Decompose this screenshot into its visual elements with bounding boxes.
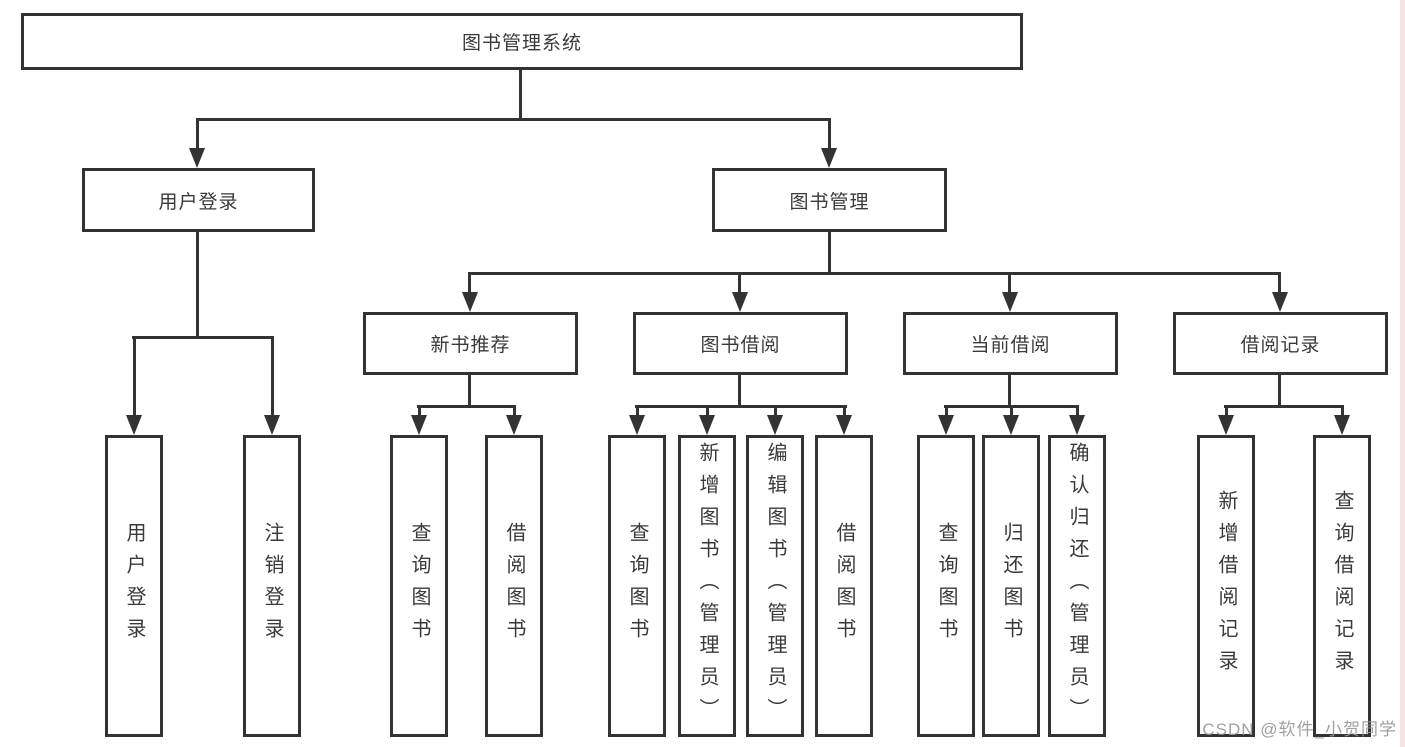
connector-line [468,375,471,408]
leaf-borrow-query-books: 查询图书 [608,435,666,737]
leaf-borrow-edit-books-admin-label: 编辑图书（管理员） [764,442,786,730]
connector-line [1010,405,1013,419]
leaf-user-login-label: 用户登录 [123,522,145,650]
leaf-current-query-books-label: 查询图书 [935,522,957,650]
connector-line [196,232,199,339]
leaf-borrow-borrow-books-label: 借阅图书 [833,522,855,650]
page-edge-strip [1400,0,1405,747]
node-current-borrow-label: 当前借阅 [970,335,1051,356]
arrow-down-icon [264,415,280,435]
connector-line [468,272,1281,275]
connector-line [271,336,274,419]
node-root-label: 图书管理系统 [461,33,582,54]
leaf-newrec-query-books: 查询图书 [390,435,448,737]
arrow-down-icon [938,415,954,435]
connector-line [133,336,136,419]
arrow-down-icon [411,415,427,435]
connector-line [132,336,274,339]
node-current-borrow: 当前借阅 [903,312,1118,375]
node-new-book-recommend: 新书推荐 [363,312,578,375]
connector-line [1278,272,1281,296]
arrow-down-icon [462,292,478,312]
connector-line [1341,405,1344,419]
node-book-management: 图书管理 [712,168,947,232]
arrow-down-icon [1272,292,1288,312]
node-book-borrow: 图书借阅 [633,312,848,375]
leaf-current-return-books-label: 归还图书 [1000,522,1022,650]
leaf-current-confirm-return-admin: 确认归还（管理员） [1048,435,1106,737]
arrow-down-icon [126,415,142,435]
connector-line [513,405,516,419]
leaf-borrow-query-books-label: 查询图书 [626,522,648,650]
connector-line [1008,272,1011,296]
leaf-newrec-borrow-books: 借阅图书 [485,435,543,737]
connector-line [417,405,516,408]
leaf-borrow-add-books-admin: 新增图书（管理员） [678,435,736,737]
connector-line [843,405,846,419]
leaf-newrec-borrow-books-label: 借阅图书 [503,522,525,650]
arrow-down-icon [699,415,715,435]
leaf-records-add-record: 新增借阅记录 [1197,435,1255,737]
connector-line [1076,405,1079,419]
arrow-down-icon [629,415,645,435]
connector-line [636,405,639,419]
connector-line [738,375,741,408]
connector-line [828,118,831,152]
connector-line [635,405,847,408]
leaf-user-login: 用户登录 [105,435,163,737]
arrow-down-icon [1002,292,1018,312]
arrow-down-icon [1003,415,1019,435]
node-borrow-records: 借阅记录 [1173,312,1388,375]
leaf-records-query-record-label: 查询借阅记录 [1331,490,1353,682]
leaf-records-query-record: 查询借阅记录 [1313,435,1371,737]
arrow-down-icon [732,292,748,312]
node-user-login: 用户登录 [82,168,315,232]
connector-line [468,272,471,296]
connector-line [1225,405,1228,419]
connector-line [1278,375,1281,408]
node-borrow-records-label: 借阅记录 [1240,335,1321,356]
leaf-current-return-books: 归还图书 [982,435,1040,737]
leaf-borrow-edit-books-admin: 编辑图书（管理员） [746,435,804,737]
leaf-borrow-borrow-books: 借阅图书 [815,435,873,737]
connector-line [774,405,777,419]
node-new-book-recommend-label: 新书推荐 [430,335,511,356]
leaf-current-query-books: 查询图书 [917,435,975,737]
leaf-current-confirm-return-admin-label: 确认归还（管理员） [1066,442,1088,730]
connector-line [706,405,709,419]
connector-line [1008,375,1011,408]
arrow-down-icon [836,415,852,435]
arrow-down-icon [1069,415,1085,435]
arrow-down-icon [821,148,837,168]
connector-line [418,405,421,419]
arrow-down-icon [1218,415,1234,435]
leaf-records-add-record-label: 新增借阅记录 [1215,490,1237,682]
connector-line [828,232,831,275]
arrow-down-icon [767,415,783,435]
watermark: CSDN @软件_小贺同学 [1202,720,1397,739]
leaf-newrec-query-books-label: 查询图书 [408,522,430,650]
connector-line [196,118,199,152]
arrow-down-icon [189,148,205,168]
node-user-login-label: 用户登录 [158,191,239,213]
connector-line [519,70,522,121]
arrow-down-icon [1334,415,1350,435]
arrow-down-icon [506,415,522,435]
connector-line [738,272,741,296]
leaf-borrow-add-books-admin-label: 新增图书（管理员） [696,442,718,730]
node-book-management-label: 图书管理 [789,191,870,213]
leaf-logout-label: 注销登录 [261,522,283,650]
node-root: 图书管理系统 [21,13,1023,70]
connector-line [945,405,948,419]
node-book-borrow-label: 图书借阅 [700,335,781,356]
leaf-logout: 注销登录 [243,435,301,737]
connector-line [196,118,831,121]
connector-line [1224,405,1344,408]
